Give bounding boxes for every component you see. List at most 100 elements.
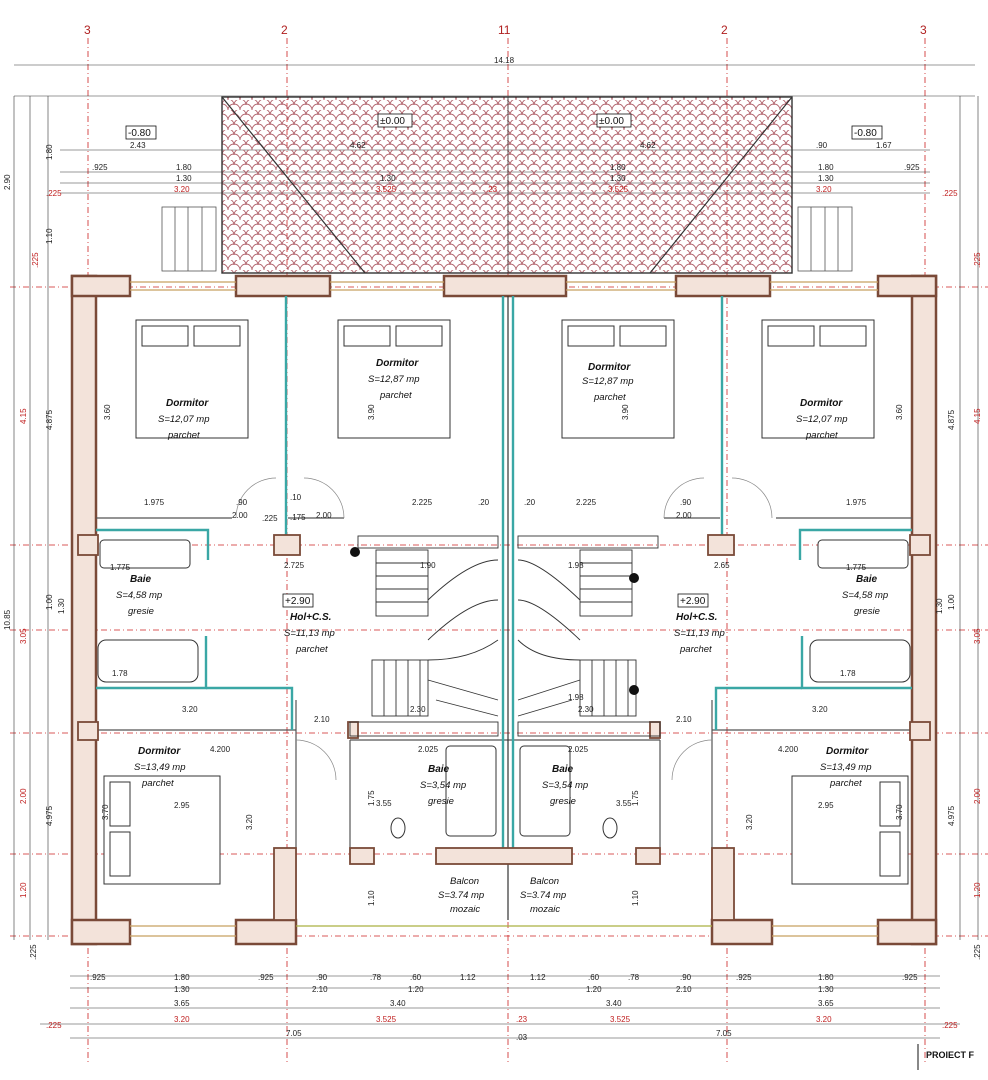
svg-text:1.30: 1.30 [57, 598, 66, 614]
glass-partitions [96, 296, 912, 860]
svg-text:parchet: parchet [829, 778, 862, 789]
svg-text:3.40: 3.40 [606, 999, 622, 1008]
bed [135, 319, 249, 439]
svg-text:1.75: 1.75 [367, 790, 376, 806]
furniture-beds [103, 319, 909, 885]
exterior-walls [70, 274, 938, 946]
level-tags: -0.80 -0.80 ±0.00 ±0.00 [125, 113, 883, 140]
svg-text:.60: .60 [410, 973, 422, 982]
shower [445, 745, 497, 837]
svg-text:Baie: Baie [552, 764, 574, 775]
svg-text:2.10: 2.10 [676, 715, 692, 724]
svg-text:S=3.74 mp: S=3.74 mp [520, 890, 566, 901]
svg-text:7.05: 7.05 [286, 1029, 302, 1038]
svg-text:4.975: 4.975 [45, 805, 54, 826]
svg-text:1.10: 1.10 [631, 890, 640, 906]
svg-text:3.40: 3.40 [390, 999, 406, 1008]
toilet [390, 817, 406, 839]
svg-text:.925: .925 [92, 163, 108, 172]
svg-text:2.025: 2.025 [568, 745, 589, 754]
svg-text:1.78: 1.78 [840, 669, 856, 678]
sink [817, 539, 909, 569]
level-tag: ±0.00 [380, 116, 405, 127]
svg-text:3.20: 3.20 [812, 705, 828, 714]
svg-text:S=3.74 mp: S=3.74 mp [438, 890, 484, 901]
svg-text:S=12,07 mp: S=12,07 mp [158, 414, 210, 425]
bed [337, 319, 451, 439]
svg-text:1.90: 1.90 [420, 561, 436, 570]
svg-text:Baie: Baie [428, 764, 450, 775]
right-dimension-texts: .225 4.15 3.05 2.00 1.20 .225 4.875 1.00… [935, 252, 982, 960]
svg-text:2.95: 2.95 [818, 801, 834, 810]
svg-text:.225: .225 [31, 252, 40, 268]
top-axis-labels: 3 2 11 2 3 14.18 [84, 23, 927, 65]
svg-text:gresie: gresie [550, 796, 576, 807]
axis-label: 11 [498, 23, 511, 37]
svg-text:1.12: 1.12 [460, 973, 476, 982]
windows [130, 281, 878, 937]
svg-text:1.975: 1.975 [846, 498, 867, 507]
svg-text:3.525: 3.525 [610, 1015, 631, 1024]
svg-text:1.30: 1.30 [176, 174, 192, 183]
svg-text:S=13,49 mp: S=13,49 mp [820, 762, 872, 773]
roof-tiles [221, 96, 793, 274]
svg-text:S=11,13 mp: S=11,13 mp [674, 628, 725, 639]
svg-text:4.200: 4.200 [210, 745, 231, 754]
svg-text:2.10: 2.10 [676, 985, 692, 994]
svg-text:.925: .925 [258, 973, 274, 982]
svg-text:2.025: 2.025 [418, 745, 439, 754]
svg-text:2.95: 2.95 [174, 801, 190, 810]
svg-text:2.65: 2.65 [714, 561, 730, 570]
svg-text:.90: .90 [680, 973, 692, 982]
svg-text:2.00: 2.00 [676, 511, 692, 520]
svg-text:1.10: 1.10 [367, 890, 376, 906]
stair-markers [350, 547, 639, 695]
svg-text:1.75: 1.75 [631, 790, 640, 806]
left-dimension-texts: 2.90 10.85 .225 4.15 3.05 2.00 1.20 .225… [3, 144, 66, 960]
stair-start-marker [350, 547, 360, 557]
svg-text:Balcon: Balcon [530, 876, 559, 887]
svg-text:3.65: 3.65 [818, 999, 834, 1008]
svg-text:1.30: 1.30 [174, 985, 190, 994]
level-tag: +2.90 [285, 596, 311, 607]
svg-text:3.90: 3.90 [367, 404, 376, 420]
svg-text:4.975: 4.975 [947, 805, 956, 826]
overall-width-dim: 14.18 [494, 56, 515, 65]
svg-text:S=4,58 mp: S=4,58 mp [842, 590, 888, 601]
svg-text:2.00: 2.00 [19, 788, 28, 804]
svg-text:3.05: 3.05 [19, 628, 28, 644]
svg-text:Hol+C.S.: Hol+C.S. [290, 612, 331, 623]
svg-text:4.62: 4.62 [350, 141, 366, 150]
svg-text:.10: .10 [290, 493, 302, 502]
svg-text:S=11,13 mp: S=11,13 mp [284, 628, 335, 639]
svg-text:7.05: 7.05 [716, 1029, 732, 1038]
svg-text:.225: .225 [46, 1021, 62, 1030]
svg-text:.20: .20 [478, 498, 490, 507]
svg-text:4.200: 4.200 [778, 745, 799, 754]
svg-text:parchet: parchet [379, 390, 412, 401]
svg-text:Hol+C.S.: Hol+C.S. [676, 612, 717, 623]
room-label: Baie S=4,58 mp gresie [116, 574, 162, 617]
svg-text:3.20: 3.20 [745, 814, 754, 830]
svg-text:Balcon: Balcon [450, 876, 479, 887]
axis-label: 3 [84, 23, 91, 37]
svg-text:Dormitor: Dormitor [376, 358, 419, 369]
left-dimension-lines [13, 96, 49, 940]
svg-text:gresie: gresie [128, 606, 154, 617]
svg-text:2.43: 2.43 [130, 141, 146, 150]
svg-text:.225: .225 [46, 189, 62, 198]
svg-text:.225: .225 [262, 514, 278, 523]
svg-text:1.775: 1.775 [110, 563, 131, 572]
svg-text:.90: .90 [236, 498, 248, 507]
svg-text:mozaic: mozaic [450, 904, 480, 915]
svg-text:.78: .78 [628, 973, 640, 982]
svg-text:3.525: 3.525 [376, 1015, 397, 1024]
svg-text:1.00: 1.00 [947, 594, 956, 610]
svg-text:.78: .78 [370, 973, 382, 982]
svg-text:.225: .225 [973, 252, 982, 268]
svg-text:1.20: 1.20 [19, 882, 28, 898]
svg-text:1.80: 1.80 [176, 163, 192, 172]
room-label: Dormitor S=12,87 mp parchet [368, 358, 420, 401]
svg-text:1.30: 1.30 [380, 174, 396, 183]
